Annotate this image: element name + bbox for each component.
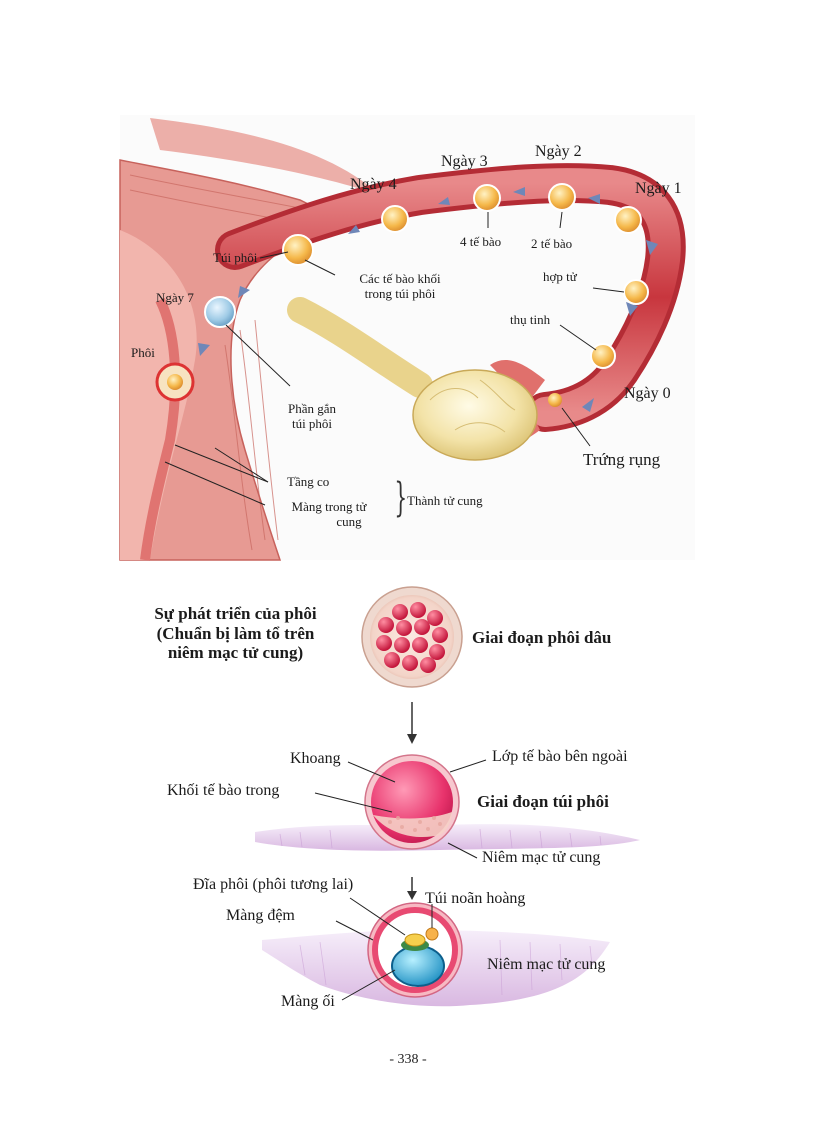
label-mucosa-2: Niêm mạc tử cung (487, 956, 606, 973)
four-cell (473, 184, 501, 212)
fertilized-egg (590, 343, 616, 369)
ligament (150, 118, 380, 195)
label-inner-cells-line1: Các tế bào khối (359, 271, 441, 286)
label-attachment-line2: túi phôi (291, 415, 333, 431)
label-cavity: Khoang (290, 750, 341, 767)
page-number: - 338 - (389, 1052, 427, 1067)
day4-cell (381, 205, 409, 233)
label-yolk-sac: Túi noãn hoàng (425, 890, 526, 907)
label-endometrium-line1: Màng trong tử (291, 499, 367, 514)
label-day0: Ngày 0 (624, 385, 671, 402)
label-attachment: Phần gắn túi phôi (272, 401, 352, 432)
label-day3: Ngày 3 (441, 153, 488, 170)
label-outer-layer: Lớp tế bào bên ngoài (492, 748, 628, 765)
uterine-wall-brace: } (394, 475, 408, 521)
label-inner-cells-line2: trong túi phôi (364, 285, 436, 301)
amnion-sac (391, 945, 445, 987)
title-line2: (Chuẩn bị làm tổ trên (156, 623, 315, 643)
yolk-sac-shape (425, 927, 439, 941)
label-zygote: hợp tử (543, 269, 577, 284)
tube-arrows (198, 187, 658, 412)
label-zona: Màng đệm (226, 907, 295, 924)
label-endometrium: Màng trong tử cung (268, 499, 390, 530)
blastocyst-cell (282, 234, 314, 266)
label-embryonic-disc: Đĩa phôi (phôi tương lai) (193, 876, 354, 893)
label-day1: Ngày 1 (635, 180, 682, 197)
title-line1: Sự phát triển của phôi (154, 604, 317, 623)
label-attachment-line1: Phần gắn (287, 401, 337, 416)
uterus-inner (120, 230, 197, 560)
label-day4: Ngày 4 (350, 176, 397, 193)
bottom-leader-lines (314, 759, 487, 1001)
ovary (412, 369, 538, 461)
label-day7: Ngày 7 (156, 290, 194, 305)
zygote-cell (623, 279, 649, 305)
cell-stages (155, 183, 649, 407)
label-fertilization: thụ tinh (510, 312, 551, 327)
label-two-cells: 2 tế bào (531, 236, 573, 251)
disc-yellow (404, 933, 426, 947)
label-blastocyst: Túi phôi (213, 250, 258, 265)
morula-cells (376, 602, 448, 673)
label-day2: Ngày 2 (535, 143, 582, 160)
day1-cell (614, 206, 642, 234)
muscle-striations (129, 174, 321, 551)
ovarian-ligament (287, 297, 433, 398)
label-inner-cells: Các tế bào khối trong túi phôi (335, 271, 465, 302)
label-myometrium: Tầng co (287, 474, 330, 489)
label-four-cells: 4 tế bào (460, 234, 502, 249)
label-ovulation: Trứng rụng (583, 450, 661, 469)
endometrium-wall (140, 297, 181, 561)
label-embryo: Phôi (131, 345, 155, 360)
ovulated-egg (548, 393, 562, 407)
fimbriae (490, 360, 545, 400)
mucosa-band-1 (255, 824, 640, 851)
label-uterine-wall: Thành tử cung (407, 493, 483, 508)
label-blastocyst-stage: Giai đoạn túi phôi (477, 792, 609, 811)
title-line3: niêm mạc tử cung) (167, 643, 304, 663)
label-amnion: Màng ối (281, 993, 335, 1010)
label-inner-mass: Khối tế bào trong (167, 782, 280, 799)
label-endometrium-line2: cung (336, 513, 362, 529)
two-cell (548, 183, 576, 211)
label-morula-stage: Giai đoạn phôi dâu (472, 628, 612, 647)
embryo-development-title: Sự phát triển của phôi (Chuẩn bị làm tổ … (128, 604, 343, 663)
day7-blastocyst (204, 296, 236, 328)
fallopian-tube-lumen (220, 168, 681, 427)
top-leader-lines (164, 211, 625, 506)
label-mucosa-1: Niêm mạc tử cung (482, 849, 601, 866)
